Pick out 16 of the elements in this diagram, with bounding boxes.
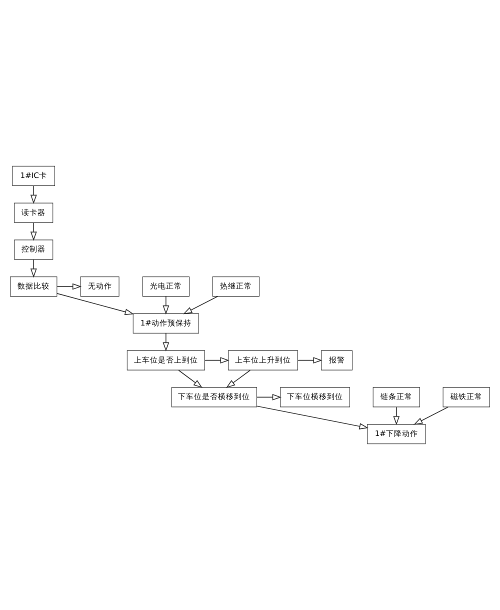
arrow xyxy=(30,222,37,241)
arrow xyxy=(256,406,369,430)
arrow xyxy=(393,406,400,426)
arrow xyxy=(56,283,82,290)
arrow xyxy=(178,370,203,388)
arrow xyxy=(162,296,170,315)
arrow xyxy=(297,357,322,364)
arrow xyxy=(56,293,134,315)
arrow xyxy=(30,259,37,278)
arrow xyxy=(162,332,170,352)
arrow xyxy=(413,406,449,425)
arrow xyxy=(226,370,251,388)
arrow xyxy=(256,394,282,400)
arrow xyxy=(30,185,37,204)
arrow xyxy=(182,296,218,314)
arrow xyxy=(204,357,230,364)
